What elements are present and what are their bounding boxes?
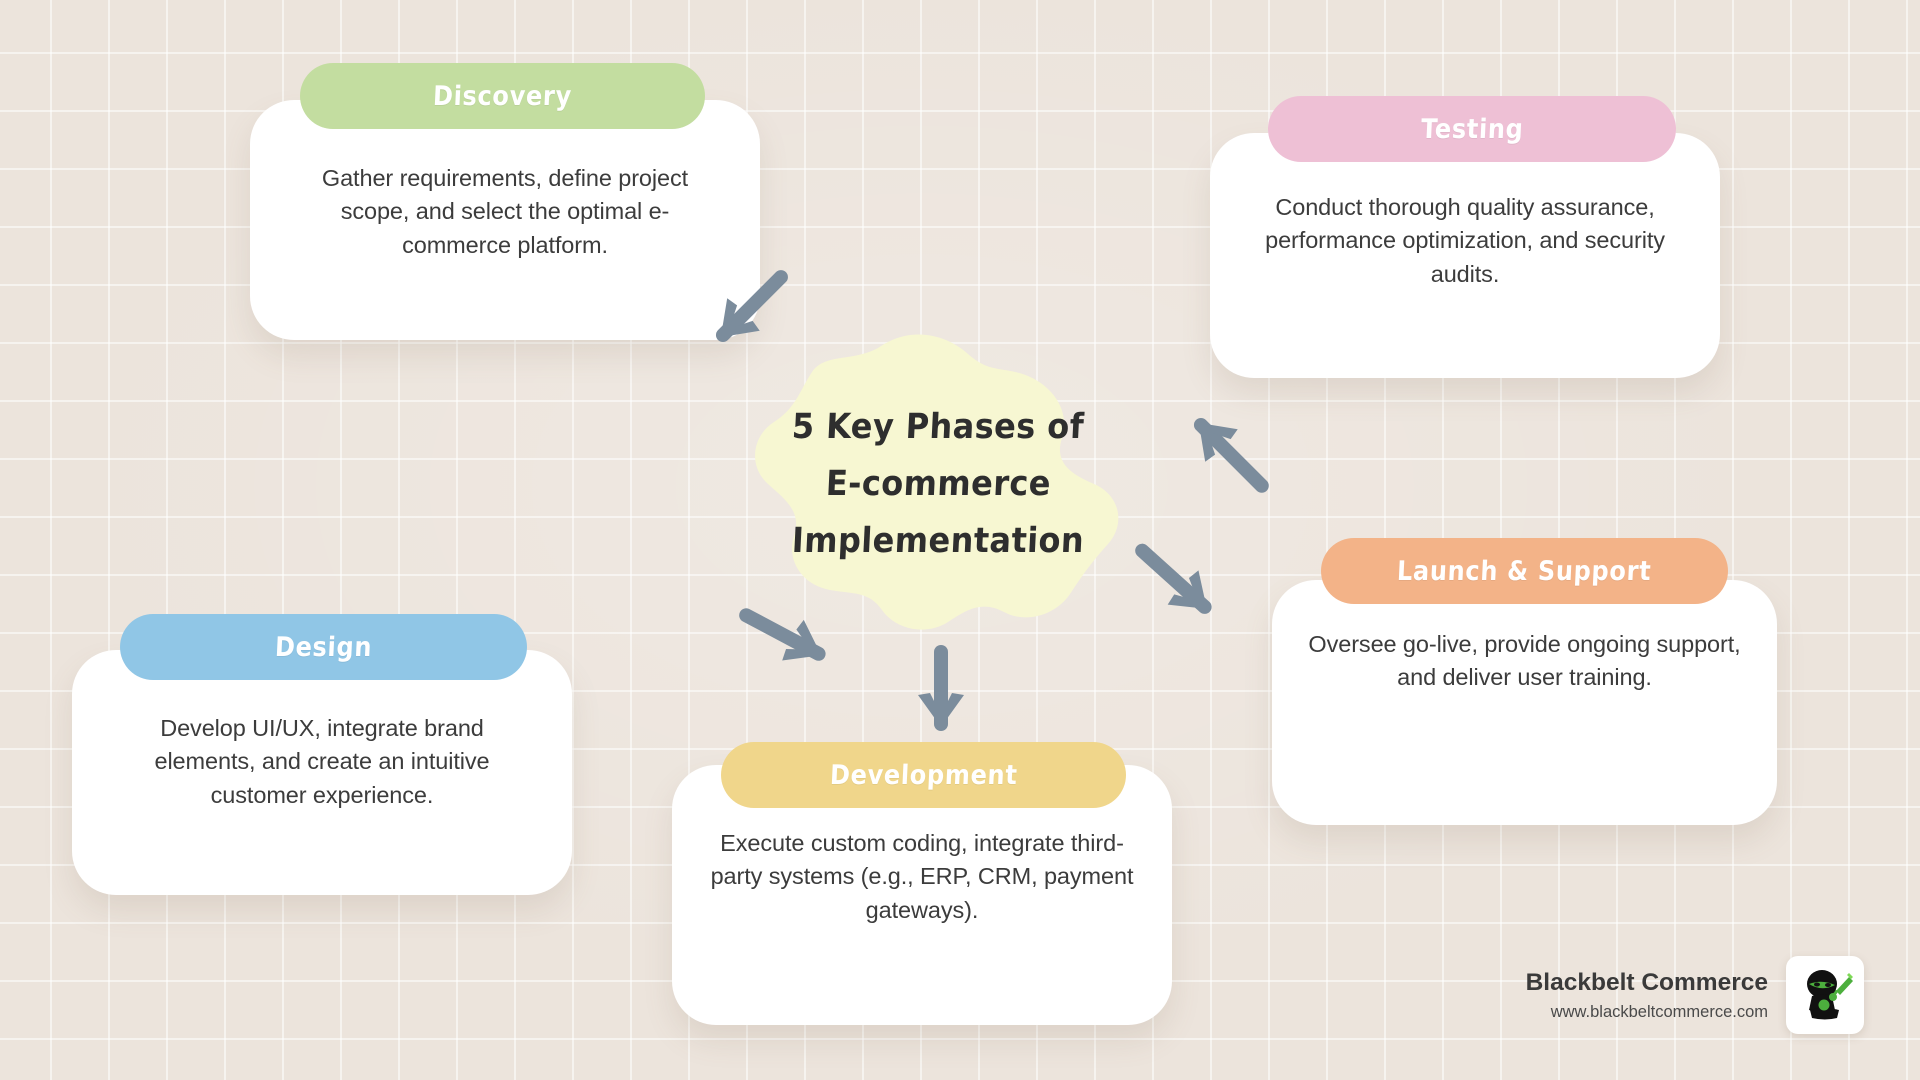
card-header-pill-discovery: Discovery [300,63,705,129]
center-blob-shape [755,334,1119,630]
card-body-design: Develop UI/UX, integrate brand elements,… [72,650,572,895]
card-body-testing: Conduct thorough quality assurance, perf… [1210,133,1720,378]
arrow-to-launch-support [1135,543,1212,614]
card-body-launch-support: Oversee go-live, provide ongoing support… [1272,580,1777,825]
card-header-pill-development: Development [721,742,1126,808]
center-title-line-2: E-commerce [824,462,1052,504]
card-title-development: Development [828,759,1019,791]
card-description-discovery: Gather requirements, define project scop… [321,165,689,258]
card-header-pill-testing: Testing [1268,96,1676,162]
arrow-to-development [918,645,964,731]
center-title-block: 5 Key Phases of E-commerce Implementatio… [752,332,1124,634]
card-description-development: Execute custom coding, integrate third-p… [710,830,1134,923]
arrow-to-testing [1193,417,1269,493]
center-title-line-1: 5 Key Phases of [790,405,1085,447]
card-description-testing: Conduct thorough quality assurance, perf… [1265,194,1665,287]
center-title-line-3: Implementation [790,519,1086,561]
branding-block: Blackbelt Commerce www.blackbeltcommerce… [1526,956,1864,1034]
card-body-development: Execute custom coding, integrate third-p… [672,765,1172,1025]
center-blob: 5 Key Phases of E-commerce Implementatio… [752,332,1124,634]
brand-url: www.blackbeltcommerce.com [1550,1002,1768,1021]
brand-name: Blackbelt Commerce [1525,969,1768,997]
card-body-discovery: Gather requirements, define project scop… [250,100,760,340]
ninja-logo-icon [1786,956,1864,1034]
card-header-pill-launch-support: Launch & Support [1321,538,1728,604]
card-title-discovery: Discovery [432,80,573,112]
brand-text-group: Blackbelt Commerce www.blackbeltcommerce… [1526,968,1768,1022]
card-header-pill-design: Design [120,614,527,680]
ninja-logo-glyph [1807,970,1853,1020]
card-title-launch-support: Launch & Support [1396,555,1653,587]
card-description-launch-support: Oversee go-live, provide ongoing support… [1308,631,1741,691]
card-title-testing: Testing [1419,113,1525,145]
card-description-design: Develop UI/UX, integrate brand elements,… [154,715,490,808]
card-title-design: Design [274,631,373,663]
